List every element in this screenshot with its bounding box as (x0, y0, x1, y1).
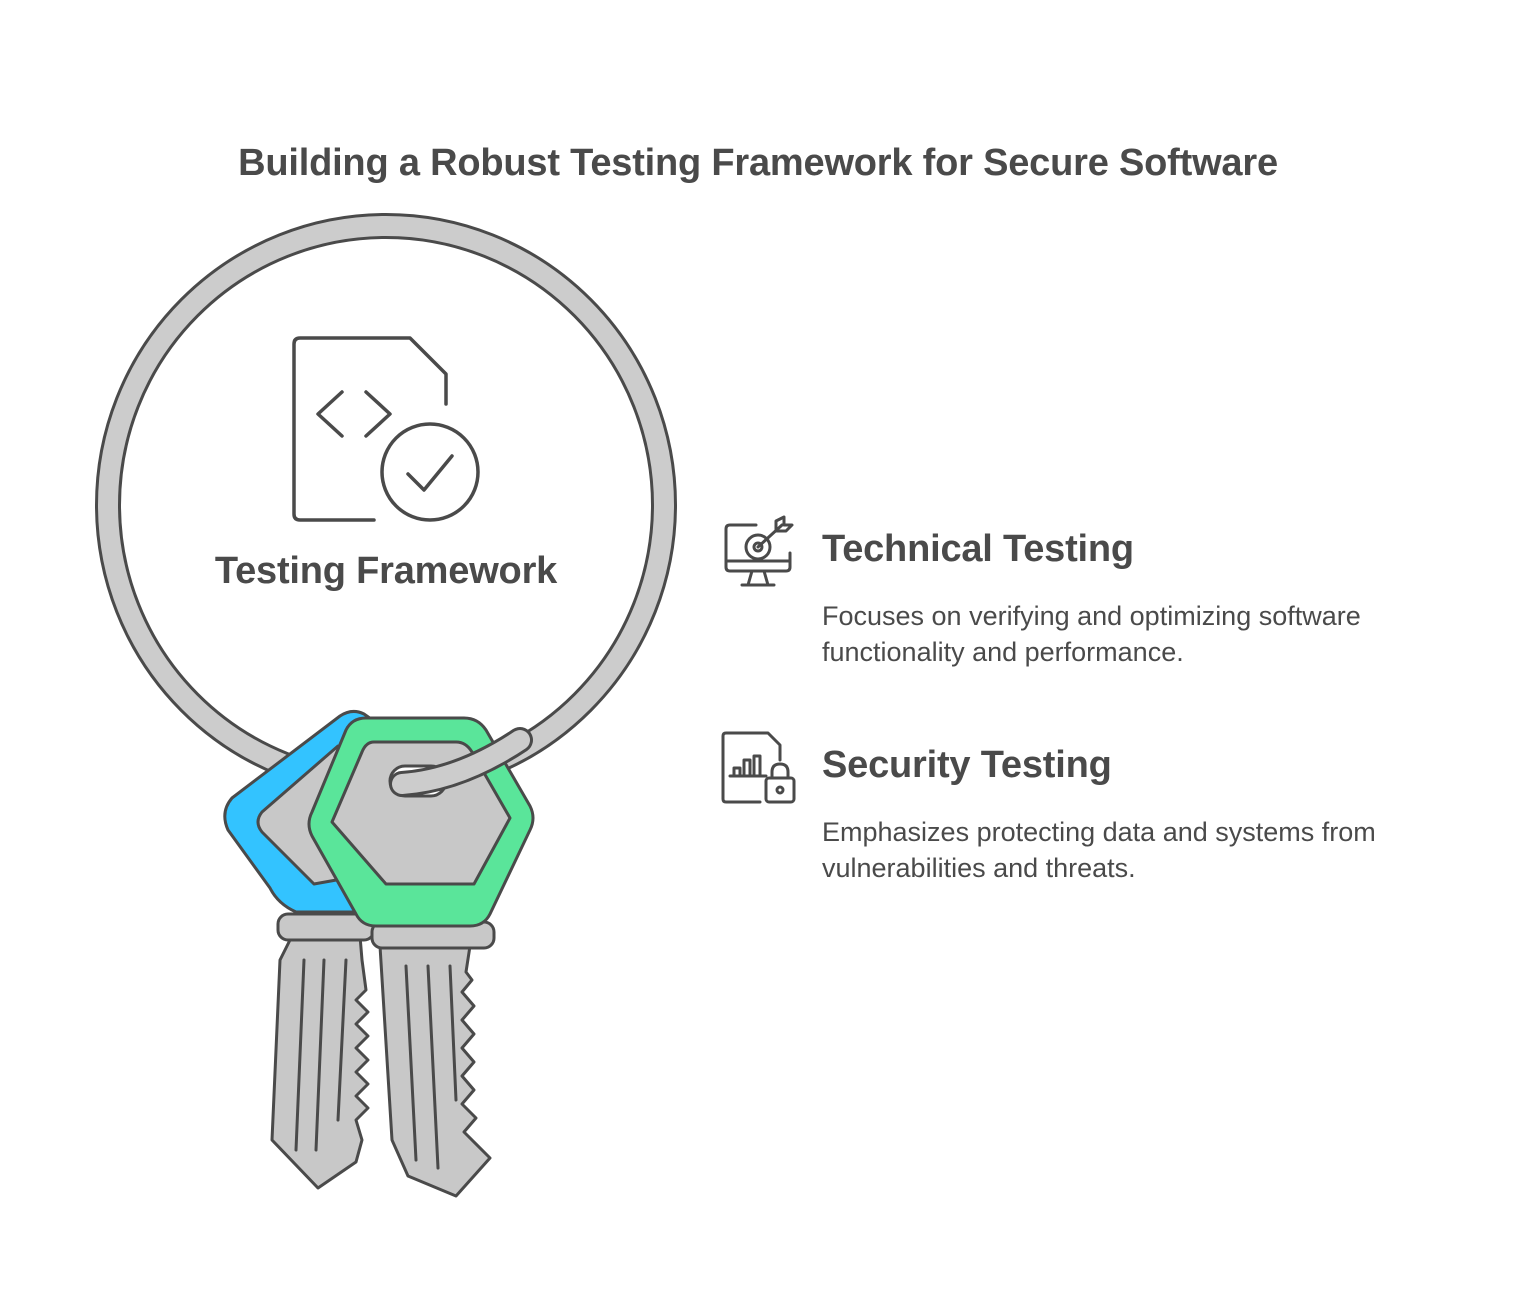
technical-testing-description: Focuses on verifying and optimizing soft… (822, 601, 1361, 667)
key-ring-front (389, 727, 533, 797)
security-testing-description: Emphasizes protecting data and systems f… (822, 817, 1376, 883)
report-lock-icon (721, 731, 796, 804)
key-ring (95, 213, 677, 797)
code-file-check-icon (292, 336, 480, 522)
monitor-target-icon (724, 515, 794, 587)
diagram-title: Building a Robust Testing Framework for … (238, 142, 1278, 184)
security-testing-title: Security Testing (822, 744, 1112, 786)
ring-label: Testing Framework (214, 550, 558, 592)
technical-testing-title: Technical Testing (822, 528, 1134, 570)
